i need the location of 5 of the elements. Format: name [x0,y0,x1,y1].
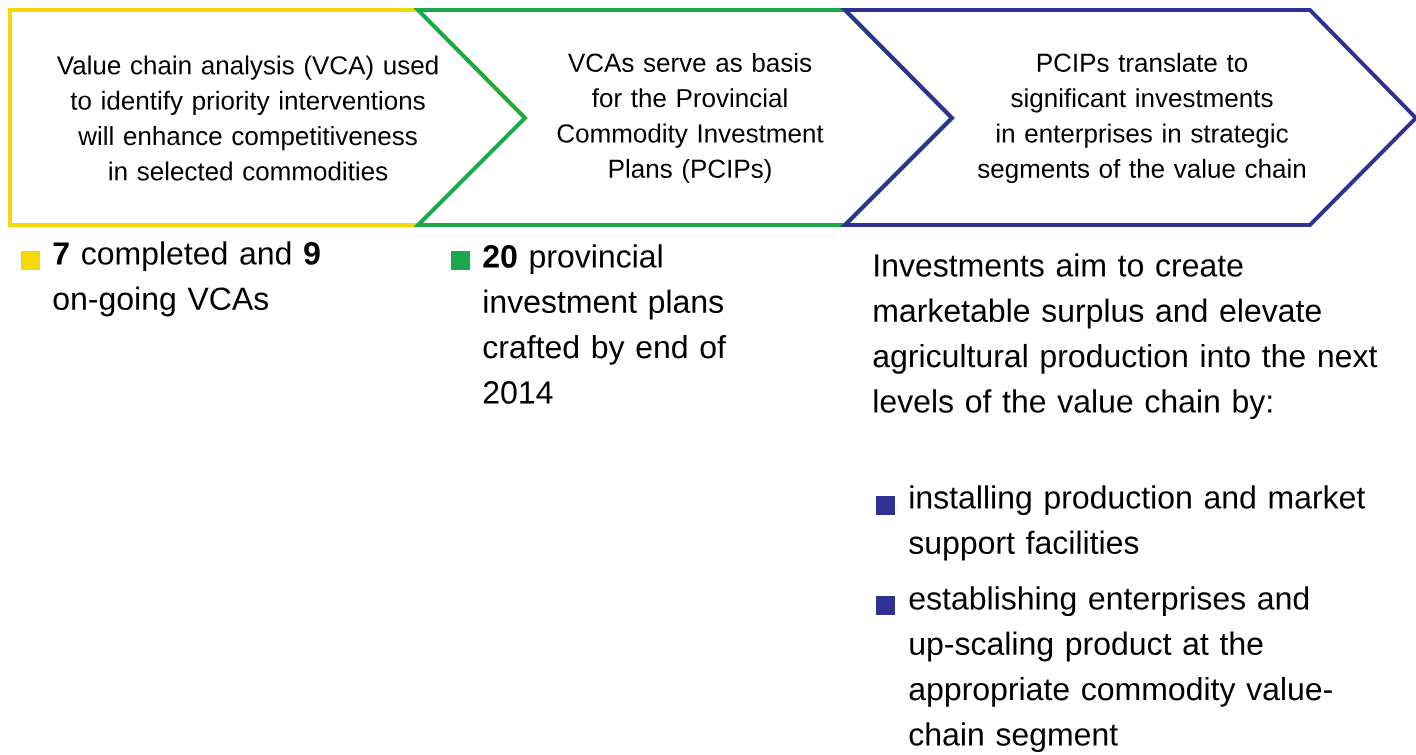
bullet-text: establishing enterprises and up-scaling product at the appropriate commodity value-chain segment [909,586,1332,753]
chevron-box: PCIPs translate to significant investments in enterprises in strategic segments of the value chain [840,8,1416,227]
bullet-text: 20 provincial investment plans crafted by end of 2014 [483,244,726,404]
chevron-box: Value chain analysis (VCA) used to identify priority interventions will enhance competitiveness in selected commodities [8,8,528,227]
paragraph-text: Investments aim to create marketable surplus and elevate agricultural production into the next levels of the value chain by: [873,253,1378,420]
